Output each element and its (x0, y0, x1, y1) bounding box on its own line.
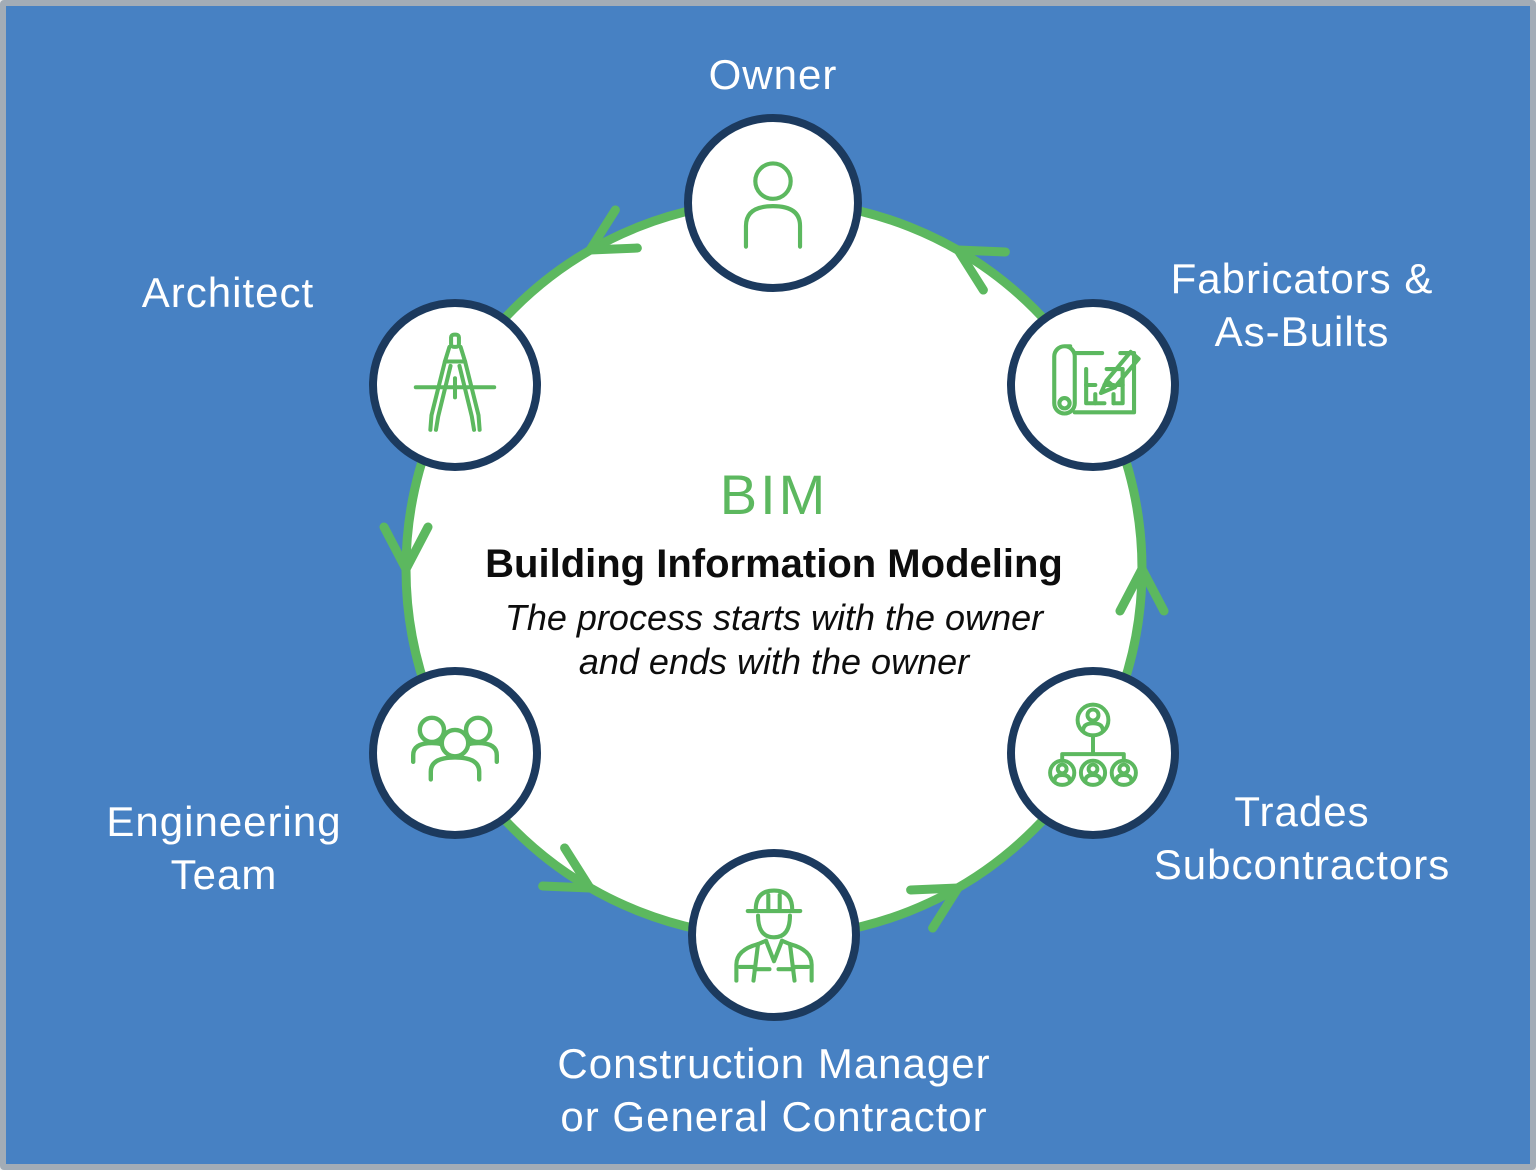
node-fabricators (1007, 299, 1179, 471)
label-owner-line: Owner (708, 51, 838, 98)
label-fabricators: Fabricators & As-Builts (1112, 252, 1492, 358)
label-architect: Architect (78, 266, 378, 319)
label-fabricators-line1: Fabricators & (1170, 255, 1434, 302)
person-icon (743, 161, 803, 249)
center-text-block: BIM Building Information Modeling The pr… (414, 464, 1134, 684)
label-trades-line2: Subcontractors (1153, 841, 1451, 888)
center-title: BIM (719, 463, 829, 526)
node-construction-manager (688, 849, 860, 1021)
flow-arrow-icon (953, 245, 1010, 295)
label-cm-line2: or General Contractor (560, 1093, 988, 1140)
label-owner: Owner (573, 48, 973, 101)
label-engineering-line2: Team (170, 851, 278, 898)
node-engineering-team (369, 667, 541, 839)
drafting-compass-icon (413, 332, 497, 432)
label-engineering-line1: Engineering (106, 798, 342, 845)
blueprint-pencil-icon (1052, 344, 1141, 416)
label-trades-subcontractors: Trades Subcontractors (1112, 785, 1492, 891)
label-architect-line: Architect (141, 269, 315, 316)
flow-arrow-icon (1115, 564, 1169, 616)
label-construction-manager: Construction Manager or General Contract… (474, 1037, 1074, 1143)
team-icon (411, 715, 499, 782)
node-owner (684, 114, 862, 292)
org-chart-icon (1048, 702, 1138, 787)
flow-arrow-icon (538, 843, 595, 893)
flow-arrow-icon (585, 205, 642, 255)
node-trades-subcontractors (1007, 667, 1179, 839)
label-cm-line1: Construction Manager (557, 1040, 991, 1087)
center-tagline-line1: The process starts with the owner (504, 597, 1044, 638)
flow-arrow-icon (379, 522, 433, 574)
center-tagline-line2: and ends with the owner (578, 641, 970, 682)
label-engineering-team: Engineering Team (74, 795, 374, 901)
center-subtitle: Building Information Modeling (485, 542, 1063, 586)
label-trades-line1: Trades (1234, 788, 1370, 835)
node-architect (369, 299, 541, 471)
label-fabricators-line2: As-Builts (1214, 308, 1390, 355)
construction-worker-icon (734, 888, 814, 983)
flow-arrow-icon (906, 883, 963, 933)
